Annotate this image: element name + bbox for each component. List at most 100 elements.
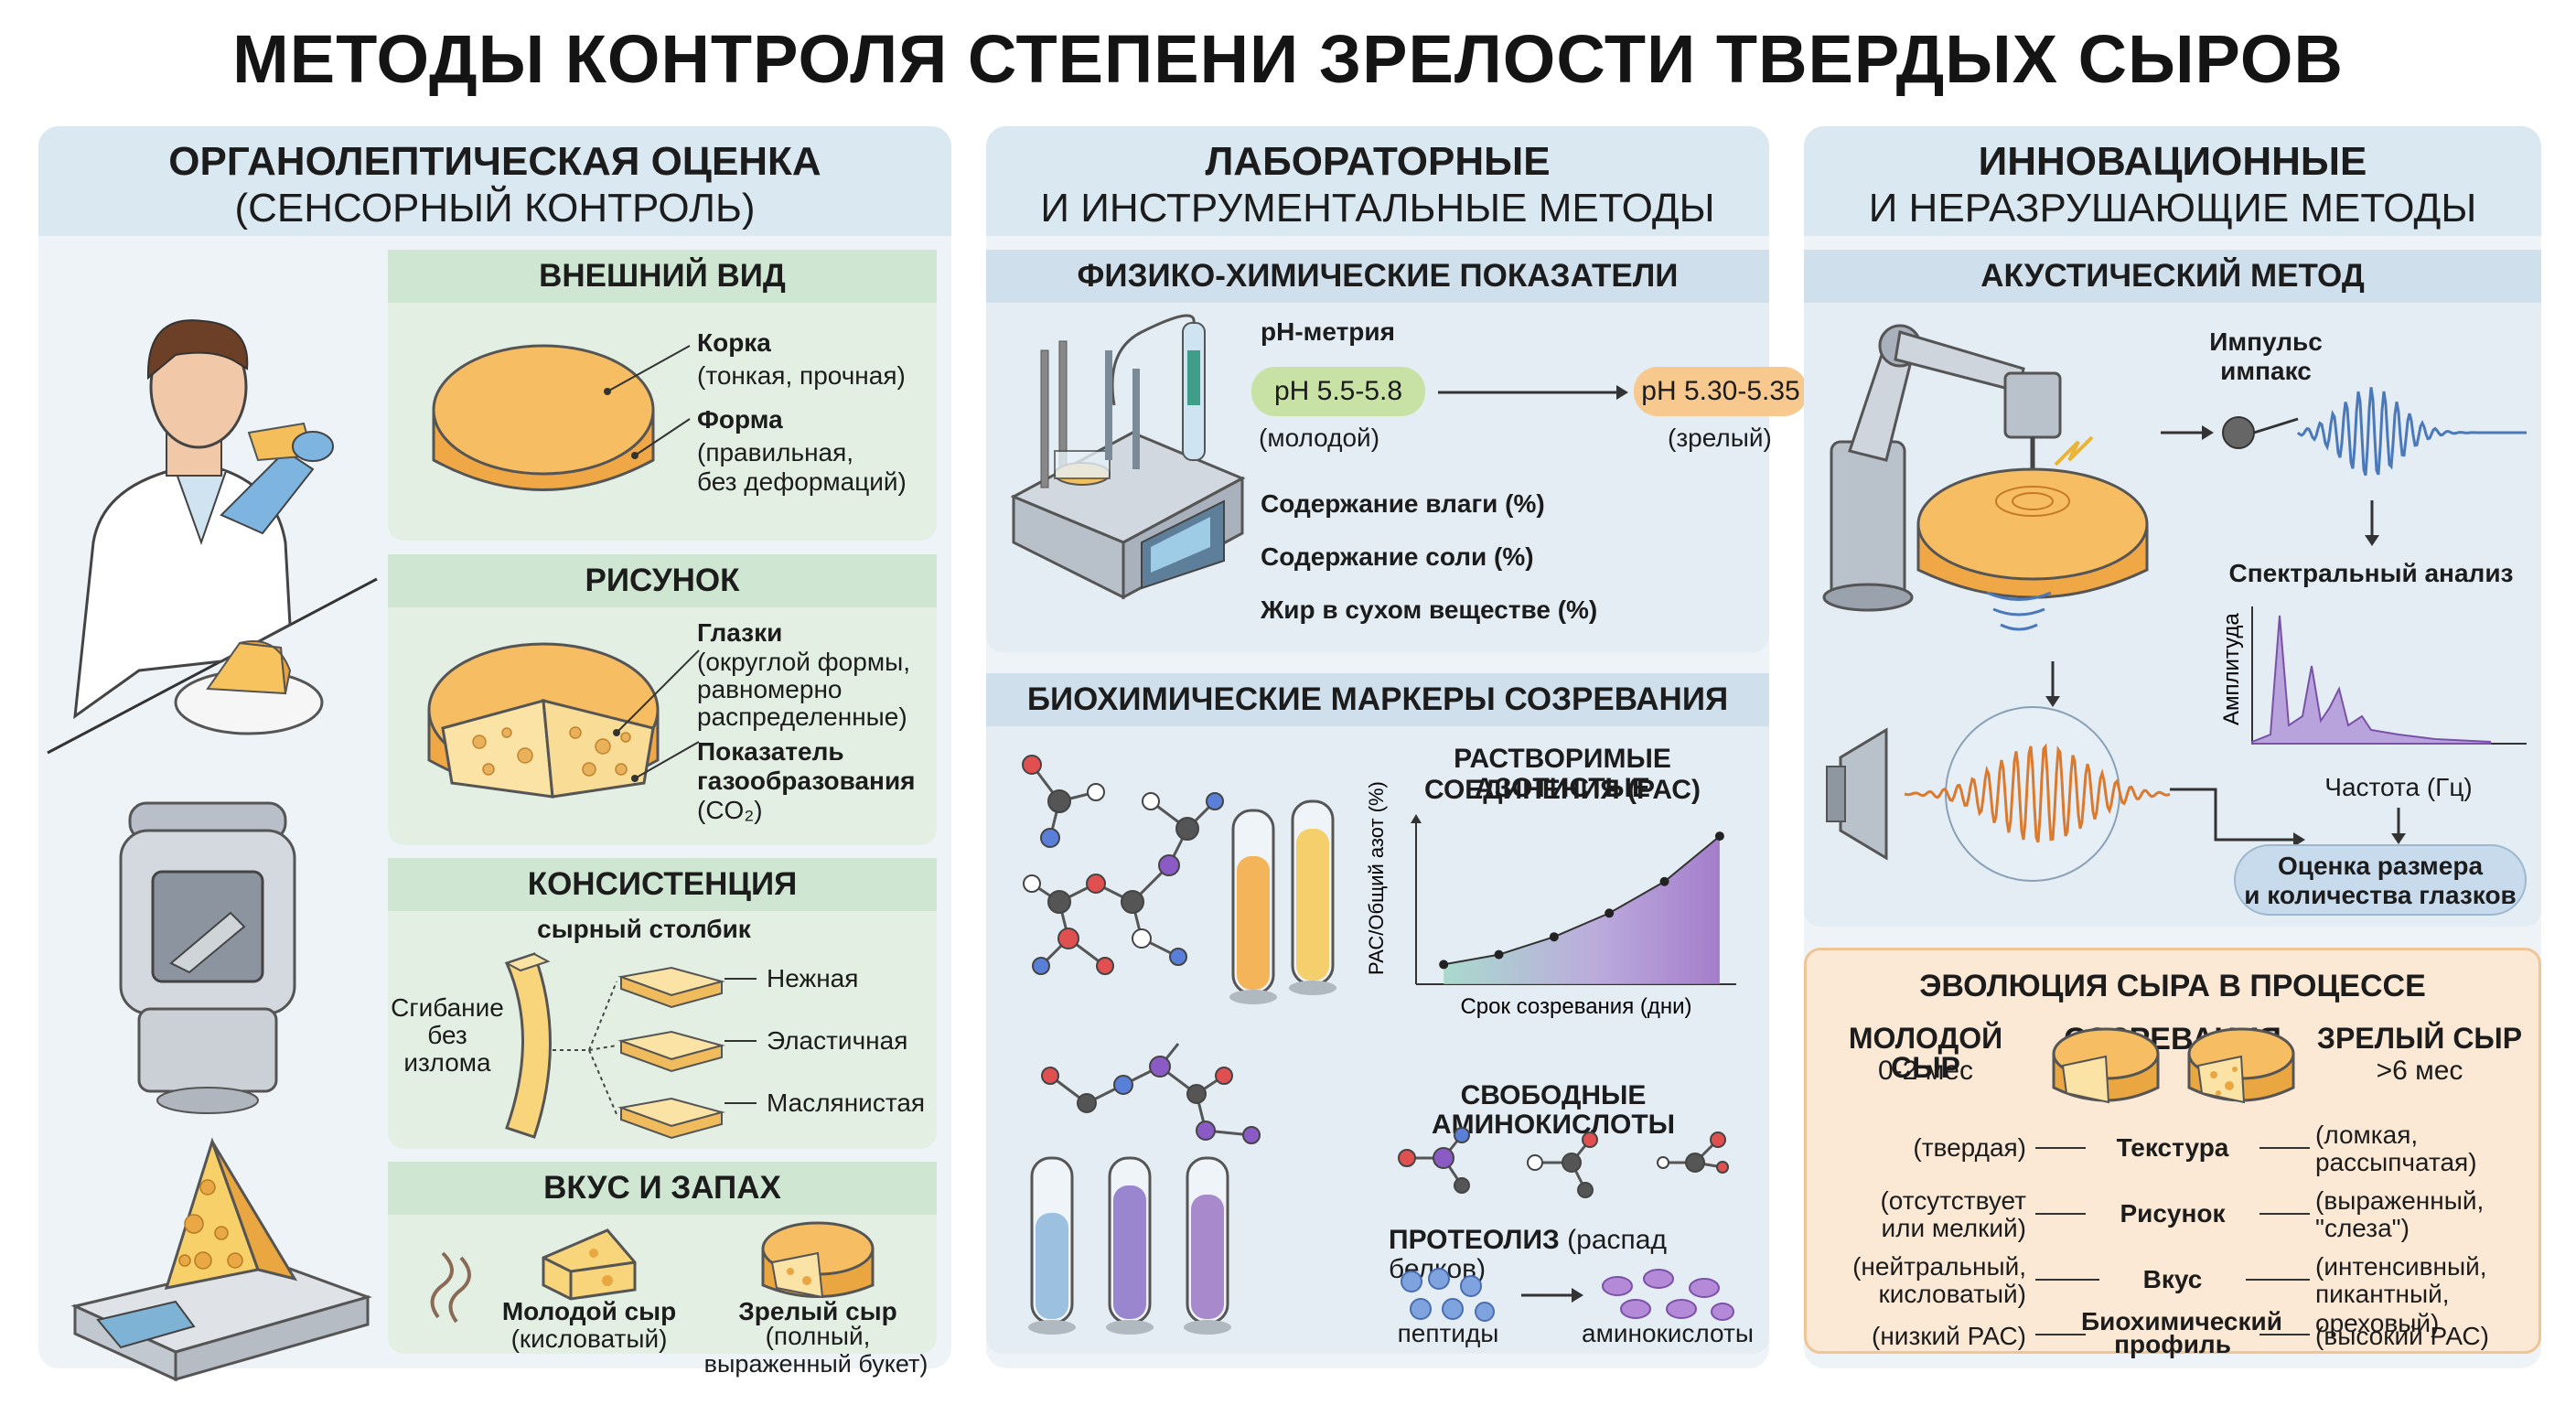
- young-cheese-age: 0-2 мес: [1877, 1056, 1973, 1086]
- row-right-2: "слеза"): [2315, 1214, 2410, 1242]
- row-right: (интенсивный,: [2315, 1252, 2487, 1281]
- cheese-column-icon: [504, 952, 725, 1140]
- ph-meter-illustration: [1010, 314, 1246, 600]
- cheese-on-scale: [70, 1137, 372, 1382]
- chart-point: [1549, 932, 1559, 942]
- result-label-2: и количества глазков: [2244, 881, 2517, 909]
- row-right: (высокий РАС): [2315, 1322, 2489, 1350]
- young-cheese-title: МОЛОДОЙ СЫР: [1848, 1022, 2003, 1084]
- cheese-column-label: сырный столбик: [537, 915, 751, 943]
- column-title: ЛАБОРАТОРНЫЕ: [1205, 139, 1551, 184]
- aminoacids-icon: [1602, 1269, 1734, 1321]
- row-left-2: кисловатый): [1878, 1280, 2026, 1308]
- test-tubes-orange: [1229, 799, 1336, 1004]
- gas-label-1: Показатель: [697, 737, 844, 766]
- chart-point: [1494, 949, 1504, 960]
- pac-title-2: СОЕДИНЕНИЯ (РАС): [1424, 775, 1701, 805]
- young-cheese-wheel-icon: [2052, 1027, 2160, 1104]
- test-tubes-purple: [1028, 1156, 1231, 1335]
- row-left: (нейтральный,: [1852, 1252, 2026, 1281]
- row-right-2: рассыпчатая): [2315, 1148, 2477, 1176]
- panel-title: АКУСТИЧЕСКИЙ МЕТОД: [1804, 250, 2541, 303]
- column-laboratory: ЛАБОРАТОРНЫЕ И ИНСТРУМЕНТАЛЬНЫЕ МЕТОДЫ Ф…: [986, 126, 1808, 1368]
- arrow-icon: [2161, 425, 2214, 440]
- shape-desc-1: (правильная,: [697, 438, 854, 467]
- evolution-row: (твердая) Текстура (ломкая, рассыпчатая): [1807, 1121, 2538, 1177]
- chart-area: [1444, 836, 1720, 984]
- peptides-icon: [1401, 1268, 1495, 1322]
- peptides-label: пептиды: [1397, 1319, 1499, 1347]
- molecules-chain: [1041, 1043, 1261, 1144]
- panel-title: РИСУНОК: [388, 554, 937, 607]
- row-connectors: [2035, 1147, 2310, 1335]
- panel-title: ВНЕШНИЙ ВИД: [388, 250, 937, 303]
- panel-acoustic: АКУСТИЧЕСКИЙ МЕТОД Импульс импакс: [1804, 250, 2541, 927]
- mature-cheese-age: >6 мес: [2376, 1056, 2463, 1086]
- column-header: ИННОВАЦИОННЫЕ И НЕРАЗРУШАЮЩИЕ МЕТОДЫ: [1804, 126, 2541, 236]
- fat-label: Жир в сухом веществе (%): [1261, 595, 1598, 624]
- column-title: ИННОВАЦИОННЫЕ: [1978, 139, 2367, 184]
- eyes-desc-3: распределенные): [697, 702, 907, 731]
- pointer-lines: [604, 345, 691, 459]
- rind-label: Корка: [697, 328, 771, 357]
- arrow-icon: [1438, 385, 1628, 400]
- mature-cheese-label: Зрелый сыр: [738, 1297, 897, 1325]
- proteolysis-title: ПРОТЕОЛИЗ: [1389, 1225, 1560, 1255]
- chart-point: [1439, 960, 1449, 970]
- ph-young-label: (молодой): [1259, 424, 1380, 452]
- evolution-row: (отсутствует или мелкий) Рисунок (выраже…: [1807, 1186, 2538, 1243]
- robot-arm-illustration: [1822, 324, 2149, 612]
- young-cheese-icon: [542, 1228, 637, 1301]
- panel-title: КОНСИСТЕНЦИЯ: [388, 858, 937, 911]
- young-cheese-desc: (кисловатый): [510, 1325, 668, 1353]
- cut-cheese-icon: [427, 642, 660, 799]
- ph-mature-pill: pH 5.30-5.35: [1634, 367, 1808, 416]
- panel-appearance: ВНЕШНИЙ ВИД Корка (тонкая, прочная) Форм…: [388, 250, 937, 541]
- bend-label-2: без: [427, 1021, 467, 1049]
- column-header: ЛАБОРАТОРНЫЕ И ИНСТРУМЕНТАЛЬНЫЕ МЕТОДЫ: [986, 126, 1769, 236]
- molecules-illustration: [1022, 755, 1224, 975]
- column-innovative: ИННОВАЦИОННЫЕ И НЕРАЗРУШАЮЩИЕ МЕТОДЫ АКУ…: [1804, 126, 2541, 1368]
- row-left: (твердая): [1913, 1133, 2026, 1162]
- panel-pattern: РИСУНОК Глазки (округлой формы, равномер…: [388, 554, 937, 845]
- panel-evolution: ЭВОЛЮЦИЯ СЫРА В ПРОЦЕССЕ СОЗРЕВАНИЯ МОЛО…: [1804, 948, 2541, 1358]
- pac-title-1: РАСТВОРИМЫЕ АЗОТИСТЫЕ: [1454, 744, 1671, 803]
- impulse-hammer-icon: [2222, 416, 2299, 449]
- gas-desc: (CO₂): [697, 796, 763, 824]
- arrow-down-icon: [2045, 661, 2060, 707]
- bend-label-3: излома: [403, 1048, 491, 1077]
- pac-chart: РАС/Общий азот (%) Срок созревания (дни): [1365, 781, 1736, 1019]
- mature-cheese-title: ЗРЕЛЫЙ СЫР: [2316, 1022, 2523, 1055]
- row-right: (выраженный,: [2315, 1186, 2485, 1215]
- bend-label-1: Сгибание: [391, 993, 504, 1022]
- mature-cheese-wheel-icon: [2187, 1027, 2295, 1104]
- column-subtitle: (СЕНСОРНЫЙ КОНТРОЛЬ): [234, 186, 756, 231]
- chart-point: [1714, 831, 1724, 842]
- frequency-label: Частота (Гц): [2324, 773, 2473, 801]
- row-right: (ломкая,: [2315, 1121, 2419, 1149]
- consistency-type: Эластичная: [767, 1026, 908, 1055]
- panel-physchem: ФИЗИКО-ХИМИЧЕСКИЕ ПОКАЗАТЕЛИ pH-метрия p…: [986, 250, 1808, 652]
- shape-label: Форма: [697, 405, 783, 434]
- sound-waves-icon: [1986, 591, 2052, 631]
- eyes-desc-2: равномерно: [697, 675, 843, 703]
- panel-title: ВКУС И ЗАПАХ: [388, 1162, 937, 1215]
- amino-title: СВОБОДНЫЕ АМИНОКИСЛОТЫ: [1431, 1080, 1676, 1140]
- impulse-label-1: Импульс: [2209, 327, 2323, 356]
- impulse-label-2: импакс: [2220, 357, 2312, 385]
- row-center: Биохимический: [2081, 1307, 2282, 1335]
- mature-cheese-icon: [761, 1221, 875, 1299]
- row-center-2: профиль: [2114, 1330, 2231, 1358]
- eyes-label: Глазки: [697, 618, 783, 647]
- young-cheese-label: Молодой сыр: [501, 1297, 677, 1325]
- ph-young-pill: pH 5.5-5.8: [1251, 367, 1425, 416]
- taster-illustration: [47, 319, 378, 755]
- arrow-icon: [1521, 1288, 1583, 1303]
- aminoacids-label: аминокислоты: [1582, 1319, 1754, 1347]
- mature-cheese-desc-2: выраженный букет): [703, 1350, 928, 1378]
- salt-label: Содержание соли (%): [1261, 542, 1534, 571]
- ph-title: pH-метрия: [1261, 317, 1395, 346]
- column-header: ОРГАНОЛЕПТИЧЕСКАЯ ОЦЕНКА (СЕНСОРНЫЙ КОНТ…: [38, 126, 951, 236]
- column-subtitle: И ИНСТРУМЕНТАЛЬНЫЕ МЕТОДЫ: [1040, 186, 1715, 231]
- shape-desc-2: без деформаций): [697, 467, 907, 496]
